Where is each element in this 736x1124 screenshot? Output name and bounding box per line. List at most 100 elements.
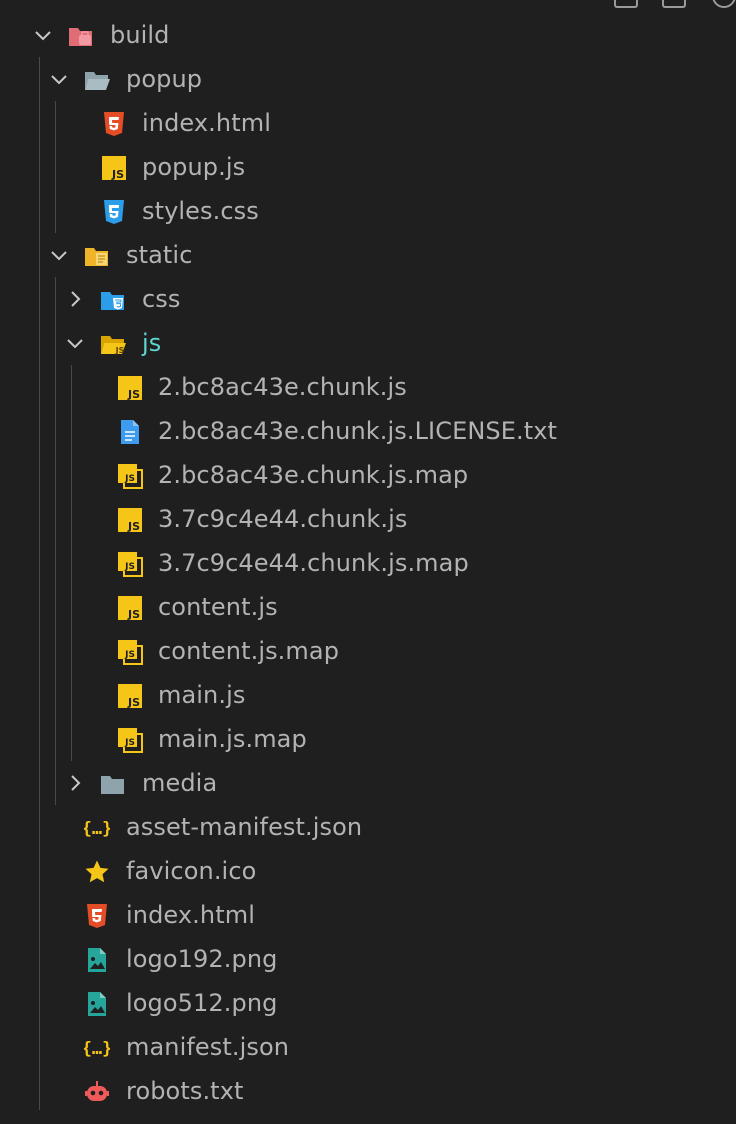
javascript-map-icon: JS [117, 551, 143, 577]
image-file-icon [84, 991, 110, 1017]
indent-guide-js [71, 365, 72, 761]
tree-item-label: popup [126, 65, 203, 93]
static-folder-icon [84, 243, 110, 269]
tree-item-file[interactable]: JS 3.7c9c4e44.chunk.js [0, 497, 736, 541]
tree-item-file[interactable]: index.html [0, 101, 736, 145]
tree-item-build-folder[interactable]: build [0, 13, 736, 57]
svg-text:JS: JS [127, 520, 140, 533]
svg-text:{…}: {…} [84, 819, 110, 839]
tree-item-file[interactable]: logo192.png [0, 937, 736, 981]
tree-item-label: css [142, 285, 181, 313]
javascript-icon: JS [117, 375, 143, 401]
tree-item-label: media [142, 769, 218, 797]
chevron-right-icon [64, 288, 86, 310]
javascript-icon: JS [117, 683, 143, 709]
explorer-actions [606, 0, 736, 8]
svg-text:JS: JS [111, 168, 124, 181]
image-file-icon [84, 947, 110, 973]
svg-text:JS: JS [115, 346, 125, 355]
tree-item-file[interactable]: favicon.ico [0, 849, 736, 893]
tree-item-label: main.js [158, 681, 246, 709]
new-file-icon[interactable] [614, 0, 638, 8]
indent-guide-build [39, 57, 40, 1110]
javascript-icon: JS [117, 507, 143, 533]
tree-item-label: logo192.png [126, 945, 278, 973]
tree-item-popup-folder[interactable]: popup [0, 57, 736, 101]
tree-item-css-folder[interactable]: css [0, 277, 736, 321]
tree-item-file[interactable]: {…} asset-manifest.json [0, 805, 736, 849]
tree-item-label: asset-manifest.json [126, 813, 363, 841]
html5-icon [101, 111, 127, 137]
javascript-icon: JS [117, 595, 143, 621]
tree-item-label: main.js.map [158, 725, 307, 753]
chevron-down-icon [32, 24, 54, 46]
tree-item-label: popup.js [142, 153, 246, 181]
tree-item-js-folder[interactable]: JS js [0, 321, 736, 365]
tree-item-label: js [142, 329, 162, 357]
tree-item-label: styles.css [142, 197, 259, 225]
tree-item-label: 3.7c9c4e44.chunk.js [158, 505, 408, 533]
tree-item-file[interactable]: robots.txt [0, 1069, 736, 1113]
tree-item-media-folder[interactable]: media [0, 761, 736, 805]
tree-item-file[interactable]: index.html [0, 893, 736, 937]
svg-text:JS: JS [124, 562, 135, 572]
tree-item-label: build [110, 21, 170, 49]
tree-item-file[interactable]: JS 3.7c9c4e44.chunk.js.map [0, 541, 736, 585]
chevron-down-icon [48, 68, 70, 90]
tree-item-label: static [126, 241, 193, 269]
tree-item-label: logo512.png [126, 989, 278, 1017]
tree-item-label: 2.bc8ac43e.chunk.js.LICENSE.txt [158, 417, 558, 445]
tree-item-file[interactable]: styles.css [0, 189, 736, 233]
js-folder-open-icon: JS [100, 331, 126, 357]
text-file-icon [117, 419, 143, 445]
chevron-down-icon [64, 332, 86, 354]
robot-icon [84, 1079, 110, 1105]
tree-item-label: content.js [158, 593, 278, 621]
javascript-map-icon: JS [117, 727, 143, 753]
tree-item-file[interactable]: JS 2.bc8ac43e.chunk.js.map [0, 453, 736, 497]
tree-item-label: favicon.ico [126, 857, 257, 885]
tree-item-file[interactable]: JS main.js.map [0, 717, 736, 761]
javascript-map-icon: JS [117, 639, 143, 665]
tree-item-file[interactable]: JS content.js [0, 585, 736, 629]
css3-icon [101, 199, 127, 225]
tree-item-label: manifest.json [126, 1033, 290, 1061]
tree-item-file[interactable]: JS content.js.map [0, 629, 736, 673]
tree-item-label: 2.bc8ac43e.chunk.js.map [158, 461, 469, 489]
javascript-map-icon: JS [117, 463, 143, 489]
javascript-icon: JS [101, 155, 127, 181]
tree-item-file[interactable]: logo512.png [0, 981, 736, 1025]
chevron-right-icon [64, 772, 86, 794]
svg-text:JS: JS [124, 738, 135, 748]
tree-item-static-folder[interactable]: static [0, 233, 736, 277]
tree-item-file[interactable]: 2.bc8ac43e.chunk.js.LICENSE.txt [0, 409, 736, 453]
chevron-down-icon [48, 244, 70, 266]
build-folder-icon [68, 23, 94, 49]
json-icon: {…} [84, 1035, 110, 1061]
json-icon: {…} [84, 815, 110, 841]
html5-icon [84, 903, 110, 929]
indent-guide-popup [55, 101, 56, 233]
tree-item-label: 3.7c9c4e44.chunk.js.map [158, 549, 469, 577]
tree-item-label: index.html [126, 901, 255, 929]
tree-item-file[interactable]: {…} manifest.json [0, 1025, 736, 1069]
star-icon [84, 859, 110, 885]
svg-text:JS: JS [127, 608, 140, 621]
svg-text:JS: JS [127, 696, 140, 709]
svg-text:{…}: {…} [84, 1039, 110, 1059]
folder-open-icon [84, 67, 110, 93]
tree-item-label: content.js.map [158, 637, 340, 665]
tree-item-file[interactable]: JS 2.bc8ac43e.chunk.js [0, 365, 736, 409]
folder-icon [100, 771, 126, 797]
css-folder-icon [100, 287, 126, 313]
tree-item-label: 2.bc8ac43e.chunk.js [158, 373, 407, 401]
tree-item-label: robots.txt [126, 1077, 244, 1105]
tree-item-label: index.html [142, 109, 271, 137]
tree-item-file[interactable]: JS popup.js [0, 145, 736, 189]
svg-text:JS: JS [124, 474, 135, 484]
new-folder-icon[interactable] [662, 0, 686, 8]
indent-guide-static [55, 277, 56, 805]
tree-item-file[interactable]: JS main.js [0, 673, 736, 717]
svg-text:JS: JS [124, 650, 135, 660]
